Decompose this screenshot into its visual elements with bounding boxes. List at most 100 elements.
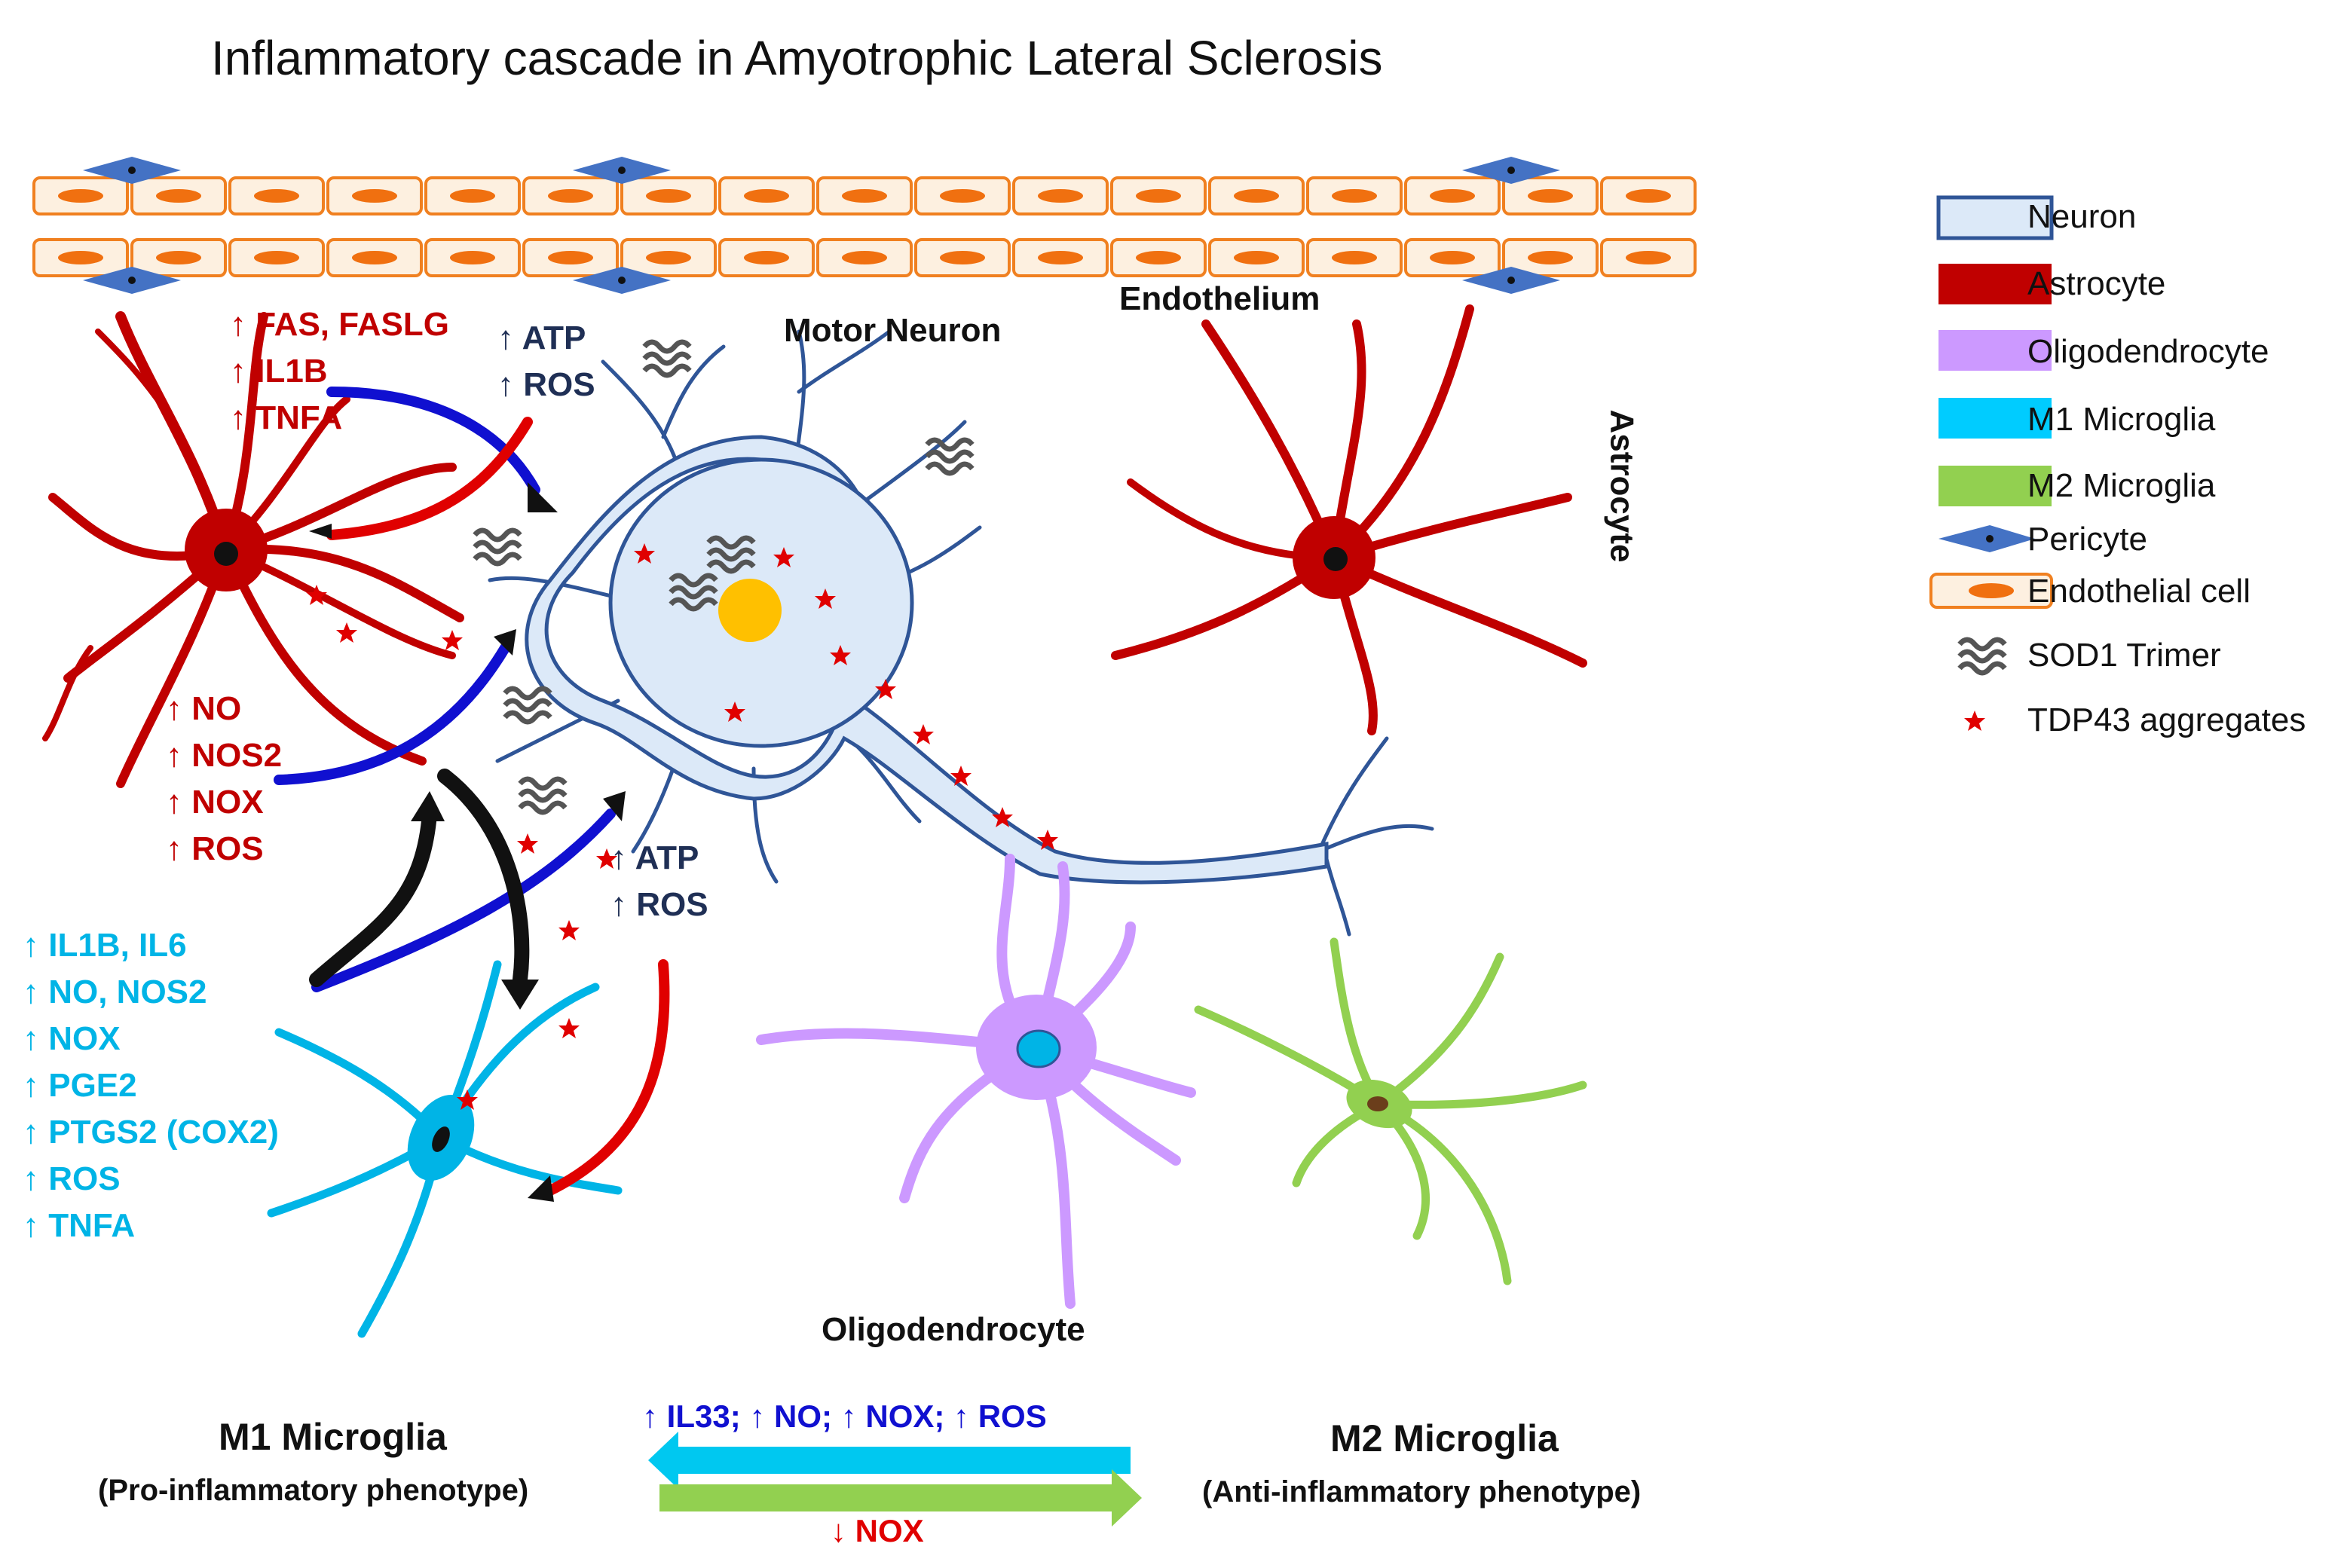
endothelial-nucleus <box>646 189 691 203</box>
left-astrocyte <box>42 311 464 788</box>
marker: ↑ NOX <box>166 784 264 821</box>
m1-subtitle: (Pro-inflammatory phenotype) <box>98 1474 529 1507</box>
m1-microglia-cell <box>267 960 623 1338</box>
neuron-top-markers: ↑ ATP ↑ ROS <box>497 315 595 408</box>
legend-item-m1-microglia: M1 Microglia <box>1929 397 2336 442</box>
transition-to-m1-label: ↑ IL33; ↑ NO; ↑ NOX; ↑ ROS <box>642 1398 1047 1434</box>
endothelial-nucleus <box>156 189 201 203</box>
marker: ↑ ATP <box>610 839 699 876</box>
marker: ↑ IL1B, IL6 <box>23 927 187 964</box>
endothelial-nucleus <box>744 189 789 203</box>
legend-item-neuron: Neuron <box>1929 194 2336 240</box>
endothelial-nucleus <box>1234 189 1279 203</box>
right-astrocyte <box>1111 304 1587 735</box>
legend-label: Pericyte <box>2027 521 2147 558</box>
pericyte-nucleus <box>618 277 626 284</box>
legend-label: Astrocyte <box>2027 265 2166 302</box>
m2-subtitle: (Anti-inflammatory phenotype) <box>1202 1475 1642 1508</box>
endothelial-nucleus <box>1038 251 1083 264</box>
motor-neuron <box>488 329 1434 937</box>
marker: ↑ NO, NOS2 <box>23 974 207 1010</box>
endothelial-nucleus <box>842 251 887 264</box>
pericyte-nucleus <box>128 167 136 174</box>
endothelial-nucleus <box>548 251 593 264</box>
endothelial-nucleus <box>352 251 397 264</box>
legend-label: TDP43 aggregates <box>2027 701 2306 738</box>
neuron-bottom-markers: ↑ ATP ↑ ROS <box>610 835 708 928</box>
marker: ↑ NOS2 <box>166 737 283 774</box>
endothelial-nucleus <box>940 251 985 264</box>
figure-title: Inflammatory cascade in Amyotrophic Late… <box>211 31 1383 85</box>
transition-to-m2-label: ↓ NOX <box>831 1513 924 1548</box>
m2-title: M2 Microglia <box>1330 1417 1559 1459</box>
pericyte-nucleus <box>1507 167 1515 174</box>
legend-item-endothelial-cell: Endothelial cell <box>1929 569 2336 614</box>
m1-markers: ↑ IL1B, IL6 ↑ NO, NOS2 ↑ NOX ↑ PGE2 ↑ PT… <box>23 922 279 1249</box>
legend-item-tdp43-aggregates: TDP43 aggregates <box>1929 698 2336 743</box>
legend-label: M2 Microglia <box>2027 467 2216 504</box>
legend-item-m2-microglia: M2 Microglia <box>1929 463 2336 509</box>
astrocyte-label: Astrocyte <box>1603 409 1641 563</box>
marker: ↑ FAS, FASLG <box>230 306 449 343</box>
endothelial-nucleus <box>1136 189 1181 203</box>
interaction-arrows <box>274 387 670 1202</box>
endothelial-nucleus <box>744 251 789 264</box>
marker: ↑ ROS <box>166 830 264 867</box>
m1-title: M1 Microglia <box>219 1416 447 1458</box>
endothelial-nucleus <box>548 189 593 203</box>
endothelial-nucleus <box>1332 251 1377 264</box>
endothelial-nucleus <box>450 189 495 203</box>
m2-microglia-cell <box>1194 937 1587 1285</box>
endothelial-nucleus <box>58 251 103 264</box>
endothelial-nucleus <box>1332 189 1377 203</box>
endothelium-layer <box>32 157 1697 294</box>
marker: ↑ ROS <box>497 366 595 403</box>
endothelial-nucleus <box>1136 251 1181 264</box>
endothelial-nucleus <box>1626 251 1671 264</box>
legend-label: SOD1 Trimer <box>2027 637 2221 674</box>
pericyte-nucleus <box>1507 277 1515 284</box>
marker: ↑ PTGS2 (COX2) <box>23 1114 279 1151</box>
astrocyte-top-markers: ↑ FAS, FASLG ↑ IL1B ↑ TNFA <box>230 301 449 442</box>
endothelium-label: Endothelium <box>1119 280 1320 317</box>
endothelial-nucleus <box>1528 251 1573 264</box>
legend-item-sod1-trimer: SOD1 Trimer <box>1929 633 2336 678</box>
marker: ↑ ROS <box>23 1160 121 1197</box>
legend-item-oligodendrocyte: Oligodendrocyte <box>1929 329 2336 374</box>
endothelial-nucleus <box>1234 251 1279 264</box>
endothelial-nucleus <box>1626 189 1671 203</box>
transition-arrows <box>648 1432 1142 1527</box>
endothelial-nucleus <box>646 251 691 264</box>
motor-neuron-label: Motor Neuron <box>784 312 1002 349</box>
marker: ↑ ATP <box>497 319 586 356</box>
endothelial-nucleus <box>940 189 985 203</box>
marker: ↑ TNFA <box>23 1207 136 1244</box>
endothelial-nucleus <box>1430 189 1475 203</box>
marker: ↑ IL1B <box>230 353 328 390</box>
legend-item-astrocyte: Astrocyte <box>1929 261 2336 307</box>
marker: ↑ NOX <box>23 1020 121 1057</box>
legend-icons <box>1929 195 2054 731</box>
legend-item-pericyte: Pericyte <box>1929 517 2336 562</box>
endothelial-nucleus <box>450 251 495 264</box>
marker: ↑ TNFA <box>230 399 343 436</box>
endothelial-nucleus <box>1528 189 1573 203</box>
legend-label: Oligodendrocyte <box>2027 333 2269 370</box>
astrocyte-bottom-markers: ↑ NO ↑ NOS2 ↑ NOX ↑ ROS <box>166 686 282 873</box>
endothelial-nucleus <box>352 189 397 203</box>
endothelial-nucleus <box>156 251 201 264</box>
oligodendrocyte-cell <box>756 854 1196 1309</box>
endothelial-nucleus <box>1430 251 1475 264</box>
oligodendrocyte-label: Oligodendrocyte <box>822 1311 1085 1348</box>
pericyte-nucleus <box>128 277 136 284</box>
legend-label: Neuron <box>2027 198 2137 235</box>
legend-label: Endothelial cell <box>2027 573 2251 610</box>
marker: ↑ ROS <box>610 886 708 923</box>
marker: ↑ NO <box>166 690 242 727</box>
endothelial-nucleus <box>58 189 103 203</box>
endothelial-nucleus <box>254 189 299 203</box>
pericyte-nucleus <box>618 167 626 174</box>
marker: ↑ PGE2 <box>23 1067 137 1104</box>
